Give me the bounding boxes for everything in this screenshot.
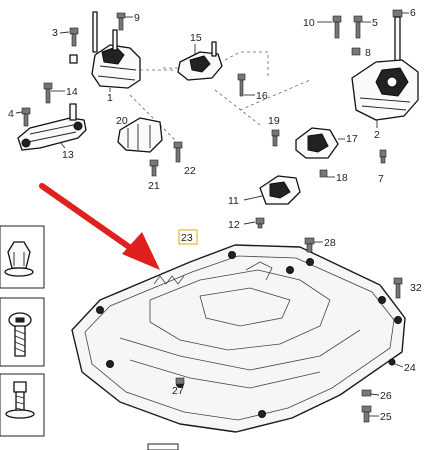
part-3-bolt — [69, 27, 79, 64]
callout-17: 17 — [346, 133, 358, 145]
part-15-mount-bracket — [177, 41, 223, 81]
callout-13: 13 — [62, 149, 74, 161]
part-10-bolt — [332, 15, 342, 39]
callout-10: 10 — [303, 17, 315, 29]
part-4-bolt — [21, 107, 31, 127]
callout-21: 21 — [148, 180, 160, 192]
callout-18: 18 — [336, 172, 348, 184]
callout-14: 14 — [66, 86, 78, 98]
part-11-torque-arm — [259, 175, 301, 205]
inset-box-bottom — [147, 443, 179, 450]
part-32-bolt — [393, 277, 403, 299]
callout-11: 11 — [228, 195, 239, 207]
callout-8: 8 — [365, 47, 371, 59]
plastic-clip-icon — [4, 241, 34, 277]
screw-icon — [8, 312, 32, 357]
callout-12: 12 — [228, 219, 240, 231]
callout-2: 2 — [374, 129, 380, 141]
part-5-bolt — [353, 15, 363, 39]
callout-15: 15 — [190, 32, 202, 44]
callout-16: 16 — [256, 90, 268, 102]
part-28-clip — [304, 237, 315, 253]
callout-19: 19 — [268, 115, 280, 127]
callout-20: 20 — [116, 115, 128, 127]
callout-23: 23 — [181, 232, 193, 244]
part-2-transmission-mount — [351, 59, 419, 121]
part-13-torque-rod — [17, 103, 87, 151]
callout-22: 22 — [184, 165, 196, 177]
callout-5: 5 — [372, 17, 378, 29]
callout-3: 3 — [52, 27, 58, 39]
callout-32: 32 — [410, 282, 422, 294]
callout-4: 4 — [8, 108, 14, 120]
part-17-rear-mount — [295, 127, 339, 159]
callout-25: 25 — [380, 411, 392, 423]
part-19-bolt — [271, 129, 280, 147]
part-26-nut — [361, 389, 372, 397]
callout-28: 28 — [324, 237, 336, 249]
part-1-engine-mount — [91, 11, 141, 89]
part-6-stud — [392, 9, 403, 62]
part-22-bolt — [173, 141, 183, 163]
part-7-bolt — [379, 149, 387, 164]
part-16-bolt — [237, 73, 246, 97]
part-8-bolt — [351, 47, 361, 56]
callout-6: 6 — [410, 7, 416, 19]
part-21-bolt — [149, 159, 159, 177]
part-18-bolt — [319, 169, 328, 178]
part-25-bolt — [361, 405, 372, 423]
part-24-clip — [388, 358, 396, 366]
callout-24: 24 — [404, 362, 416, 374]
part-1-stud — [92, 11, 98, 53]
part-20-bracket — [117, 117, 163, 153]
callout-26: 26 — [380, 390, 392, 402]
fastener-inset-panel — [0, 225, 179, 450]
part-9-bolt — [116, 12, 126, 31]
callout-27: 27 — [172, 385, 184, 397]
callout-23-box — [178, 229, 198, 245]
callout-7: 7 — [378, 173, 384, 185]
callout-1: 1 — [107, 92, 113, 104]
part-12-bolt — [255, 217, 265, 229]
red-pointer-arrow — [39, 183, 160, 270]
part-27-fastener — [175, 377, 185, 385]
callout-9: 9 — [134, 12, 140, 24]
part-14-bolt — [43, 82, 53, 104]
part-23-underbody-skid-plate — [71, 244, 406, 433]
flange-bolt-icon — [5, 381, 35, 419]
